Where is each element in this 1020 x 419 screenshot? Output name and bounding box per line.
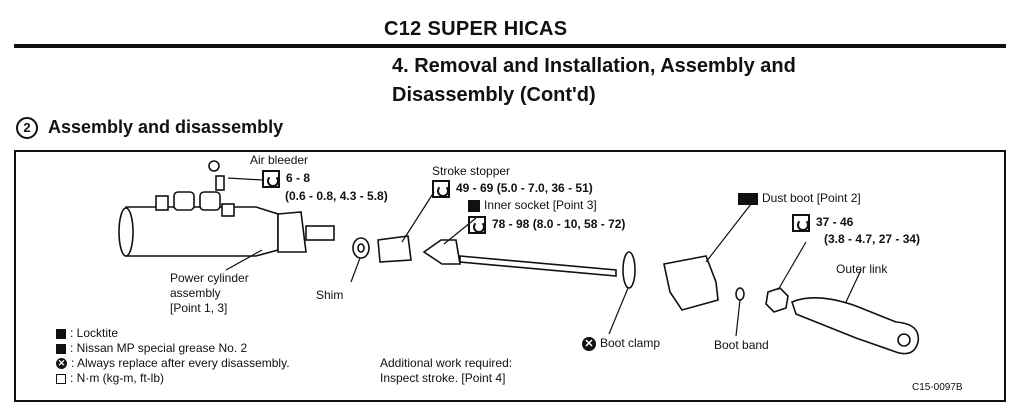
cylinder-port-2 <box>173 191 195 211</box>
legend-locktite: : Locktite <box>56 326 118 341</box>
stroke-stopper-label: Stroke stopper <box>432 164 511 178</box>
cylinder-mount <box>277 211 307 253</box>
torque-icon <box>468 216 486 234</box>
tie-rod <box>459 255 617 277</box>
air-bleeder-label: Air bleeder <box>250 153 309 167</box>
subtitle-line-1: 4. Removal and Installation, Assembly an… <box>392 55 796 77</box>
outer-link-nut <box>765 287 789 313</box>
boot-band-part <box>735 287 745 301</box>
additional-work-line-2: Inspect stroke. [Point 4] <box>380 371 506 385</box>
page-title: C12 SUPER HICAS <box>384 18 568 40</box>
torque-icon <box>262 170 280 188</box>
cylinder-port-1 <box>155 195 169 211</box>
figure-code: C15-0097B <box>912 382 963 393</box>
power-cylinder-end <box>118 207 134 257</box>
torque-icon <box>432 180 450 198</box>
replace-icon: ✕ <box>582 336 596 351</box>
power-cylinder-label-1: Power cylinder <box>170 271 249 285</box>
air-bleeder-screw <box>215 175 225 191</box>
legend-replace: ✕: Always replace after every disassembl… <box>56 356 290 370</box>
assembly-drawing <box>118 160 920 355</box>
power-cylinder-label-3: [Point 1, 3] <box>170 301 228 315</box>
inner-socket-torque: 78 - 98 (8.0 - 10, 58 - 72) <box>468 216 625 234</box>
outer-link-nut-torque: 37 - 46 <box>792 214 853 232</box>
air-bleeder-torque: 6 - 8 <box>262 170 310 188</box>
outer-link-label: Outer link <box>836 262 888 276</box>
locktite-icon <box>468 199 480 212</box>
cylinder-port-4 <box>221 203 235 217</box>
boot-clamp-part <box>622 251 636 289</box>
additional-work-line-1: Additional work required: <box>380 356 513 370</box>
power-cylinder-body <box>120 206 279 257</box>
legend-grease: : Nissan MP special grease No. 2 <box>56 341 247 356</box>
boot-band-label: Boot band <box>714 338 769 352</box>
inner-socket-label: Inner socket [Point 3] <box>468 198 597 213</box>
leader-lines <box>225 177 862 337</box>
torque-icon <box>792 214 810 232</box>
subtitle-line-2: Disassembly (Cont'd) <box>392 84 596 106</box>
section-title: Assembly and disassembly <box>48 117 284 137</box>
locktite-icon <box>56 328 66 339</box>
stroke-stopper-torque: 49 - 69 (5.0 - 7.0, 36 - 51) <box>432 180 593 198</box>
legend-torque: : N·m (kg-m, ft-lb) <box>56 371 164 386</box>
header-rule <box>14 44 1006 48</box>
boot-clamp-label: ✕Boot clamp <box>582 336 660 351</box>
air-bleeder-cap <box>208 160 220 172</box>
air-bleeder-torque-units: (0.6 - 0.8, 4.3 - 5.8) <box>285 189 388 203</box>
dust-boot-label: Dust boot [Point 2] <box>738 191 861 206</box>
dust-boot-part <box>663 255 719 311</box>
outer-link-nut-torque-units: (3.8 - 4.7, 27 - 34) <box>824 232 921 246</box>
cylinder-rod-end <box>305 225 335 241</box>
assembly-diagram-panel: Air bleeder 6 - 8 (0.6 - 0.8, 4.3 - 5.8)… <box>14 150 1006 402</box>
outer-link-part <box>791 297 920 355</box>
cylinder-port-3 <box>199 191 221 211</box>
replace-icon: ✕ <box>56 358 67 370</box>
shim-label: Shim <box>316 288 344 302</box>
power-cylinder-label-2: assembly <box>170 286 221 300</box>
stroke-stopper-part <box>377 235 412 263</box>
section-heading: 2 Assembly and disassembly <box>16 117 284 140</box>
grease-icon <box>738 192 758 205</box>
section-number: 2 <box>16 117 38 140</box>
inner-socket-part <box>422 239 461 265</box>
torque-icon <box>56 373 66 384</box>
grease-icon <box>56 343 66 354</box>
